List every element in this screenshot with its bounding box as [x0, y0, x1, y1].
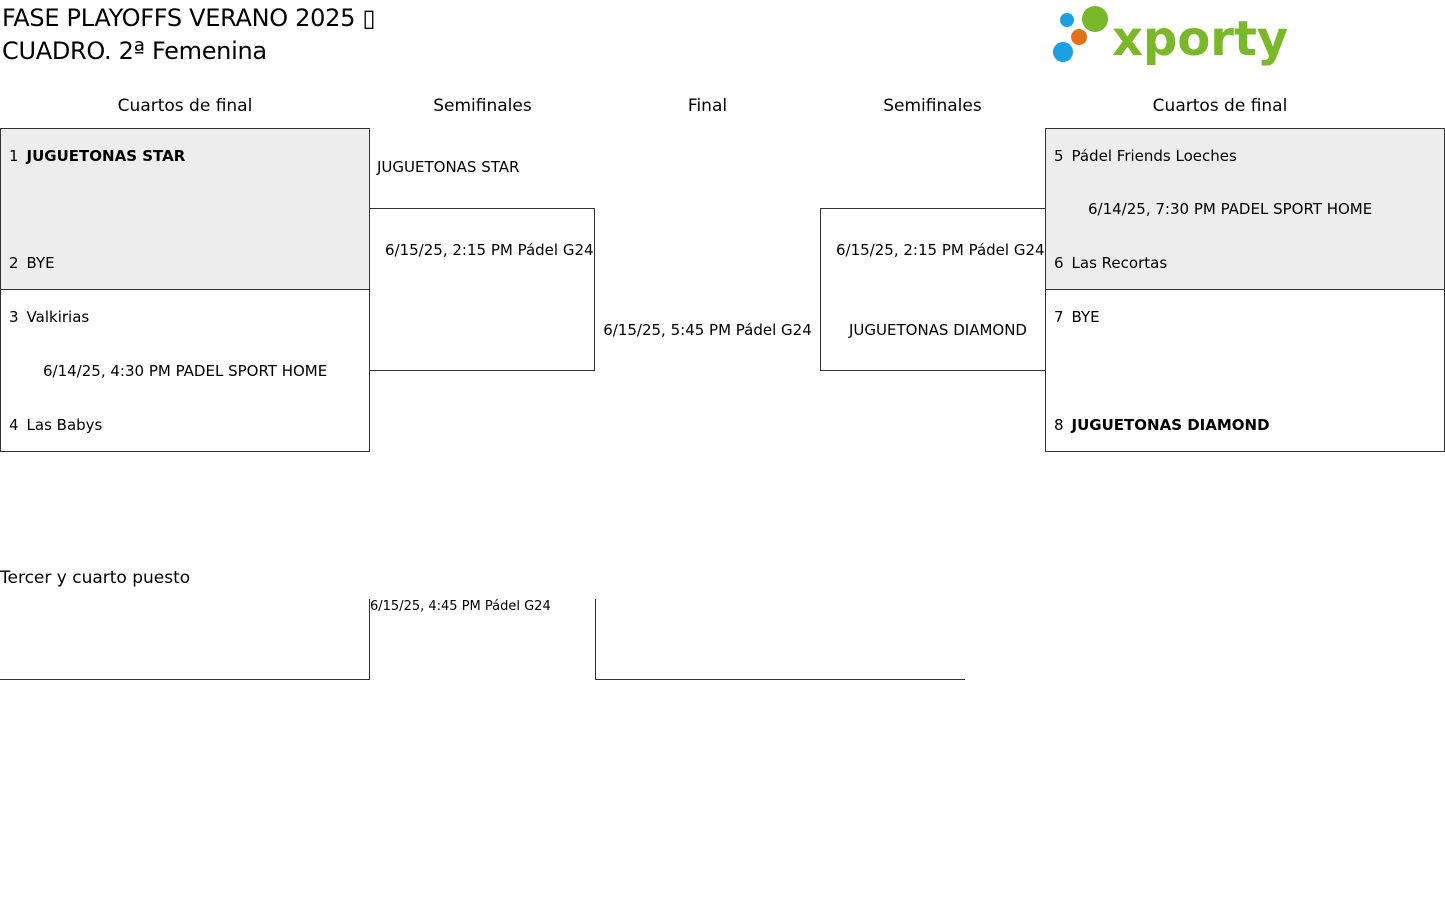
seed-number: 5	[1054, 147, 1064, 165]
header-quarters-right: Cuartos de final	[1152, 96, 1288, 116]
team-name: Las Recortas	[1071, 254, 1168, 272]
right-quarter-match-1[interactable]: 5 Pádel Friends Loeches 6/14/25, 7:30 PM …	[1045, 128, 1445, 290]
logo-dots-icon: xporty	[1053, 6, 1288, 67]
seed-number: 6	[1054, 254, 1064, 272]
match-team-bottom: 8 JUGUETONAS DIAMOND	[1054, 416, 1270, 434]
team-name: BYE	[1071, 308, 1100, 326]
logo-text: xporty	[1112, 11, 1288, 67]
page-title: FASE PLAYOFFS VERANO 2025 ▯ CUADRO. 2ª F…	[2, 2, 376, 68]
xporty-logo: xporty	[1050, 2, 1288, 68]
right-semi-match[interactable]: 6/15/25, 2:15 PM Pádel G24 JUGUETONAS DI…	[820, 208, 1046, 371]
team-name: JUGUETONAS DIAMOND	[1071, 416, 1270, 434]
seed-number: 7	[1054, 308, 1064, 326]
third-place-line-vertical-left	[369, 599, 370, 680]
header-semis-right: Semifinales	[883, 96, 982, 116]
third-place-match-info[interactable]: 6/15/25, 4:45 PM Pádel G24	[370, 599, 551, 614]
team-name: BYE	[26, 254, 55, 272]
right-quarter-match-2[interactable]: 7 BYE 8 JUGUETONAS DIAMOND	[1045, 289, 1445, 452]
seed-number: 3	[9, 308, 19, 326]
third-place-heading: Tercer y cuarto puesto	[0, 568, 191, 588]
left-semi-winner: JUGUETONAS STAR	[377, 158, 520, 176]
match-info: 6/15/25, 2:15 PM Pádel G24	[836, 241, 1045, 259]
match-info: 6/14/25, 7:30 PM PADEL SPORT HOME	[1088, 200, 1373, 218]
right-quarters-column: 5 Pádel Friends Loeches 6/14/25, 7:30 PM …	[1045, 128, 1445, 453]
third-place-line-vertical-right	[595, 599, 596, 680]
left-quarter-match-1[interactable]: 1 JUGUETONAS STAR 2 BYE	[0, 128, 370, 290]
title-line-1: FASE PLAYOFFS VERANO 2025 ▯	[2, 4, 376, 32]
seed-number: 1	[9, 147, 19, 165]
match-info: 6/15/25, 2:15 PM Pádel G24	[385, 241, 594, 259]
header-semis-left: Semifinales	[433, 96, 532, 116]
team-name: Las Babys	[26, 416, 103, 434]
right-semi-winner: JUGUETONAS DIAMOND	[849, 321, 1027, 339]
match-team-bottom: 4 Las Babys	[9, 416, 102, 434]
match-team-bottom: 6 Las Recortas	[1054, 254, 1167, 272]
team-name: Valkirias	[26, 308, 90, 326]
match-team-top: 3 Valkirias	[9, 308, 89, 326]
header-final: Final	[687, 96, 728, 116]
team-name: Pádel Friends Loeches	[1071, 147, 1237, 165]
seed-number: 8	[1054, 416, 1064, 434]
match-team-top: 5 Pádel Friends Loeches	[1054, 147, 1237, 165]
third-place-line-left	[0, 679, 370, 680]
match-info: 6/14/25, 4:30 PM PADEL SPORT HOME	[43, 362, 328, 380]
seed-number: 4	[9, 416, 19, 434]
title-line-2: CUADRO. 2ª Femenina	[2, 37, 267, 65]
left-semi-match[interactable]: 6/15/25, 2:15 PM Pádel G24	[369, 208, 595, 371]
match-team-top: 1 JUGUETONAS STAR	[9, 147, 185, 165]
third-place-line-right	[595, 679, 965, 680]
seed-number: 2	[9, 254, 19, 272]
match-team-top: 7 BYE	[1054, 308, 1100, 326]
left-quarter-match-2[interactable]: 3 Valkirias 6/14/25, 4:30 PM PADEL SPORT …	[0, 289, 370, 452]
final-match-info[interactable]: 6/15/25, 5:45 PM Pádel G24	[603, 321, 812, 339]
team-name: JUGUETONAS STAR	[26, 147, 186, 165]
match-team-bottom: 2 BYE	[9, 254, 55, 272]
header-quarters-left: Cuartos de final	[117, 96, 253, 116]
